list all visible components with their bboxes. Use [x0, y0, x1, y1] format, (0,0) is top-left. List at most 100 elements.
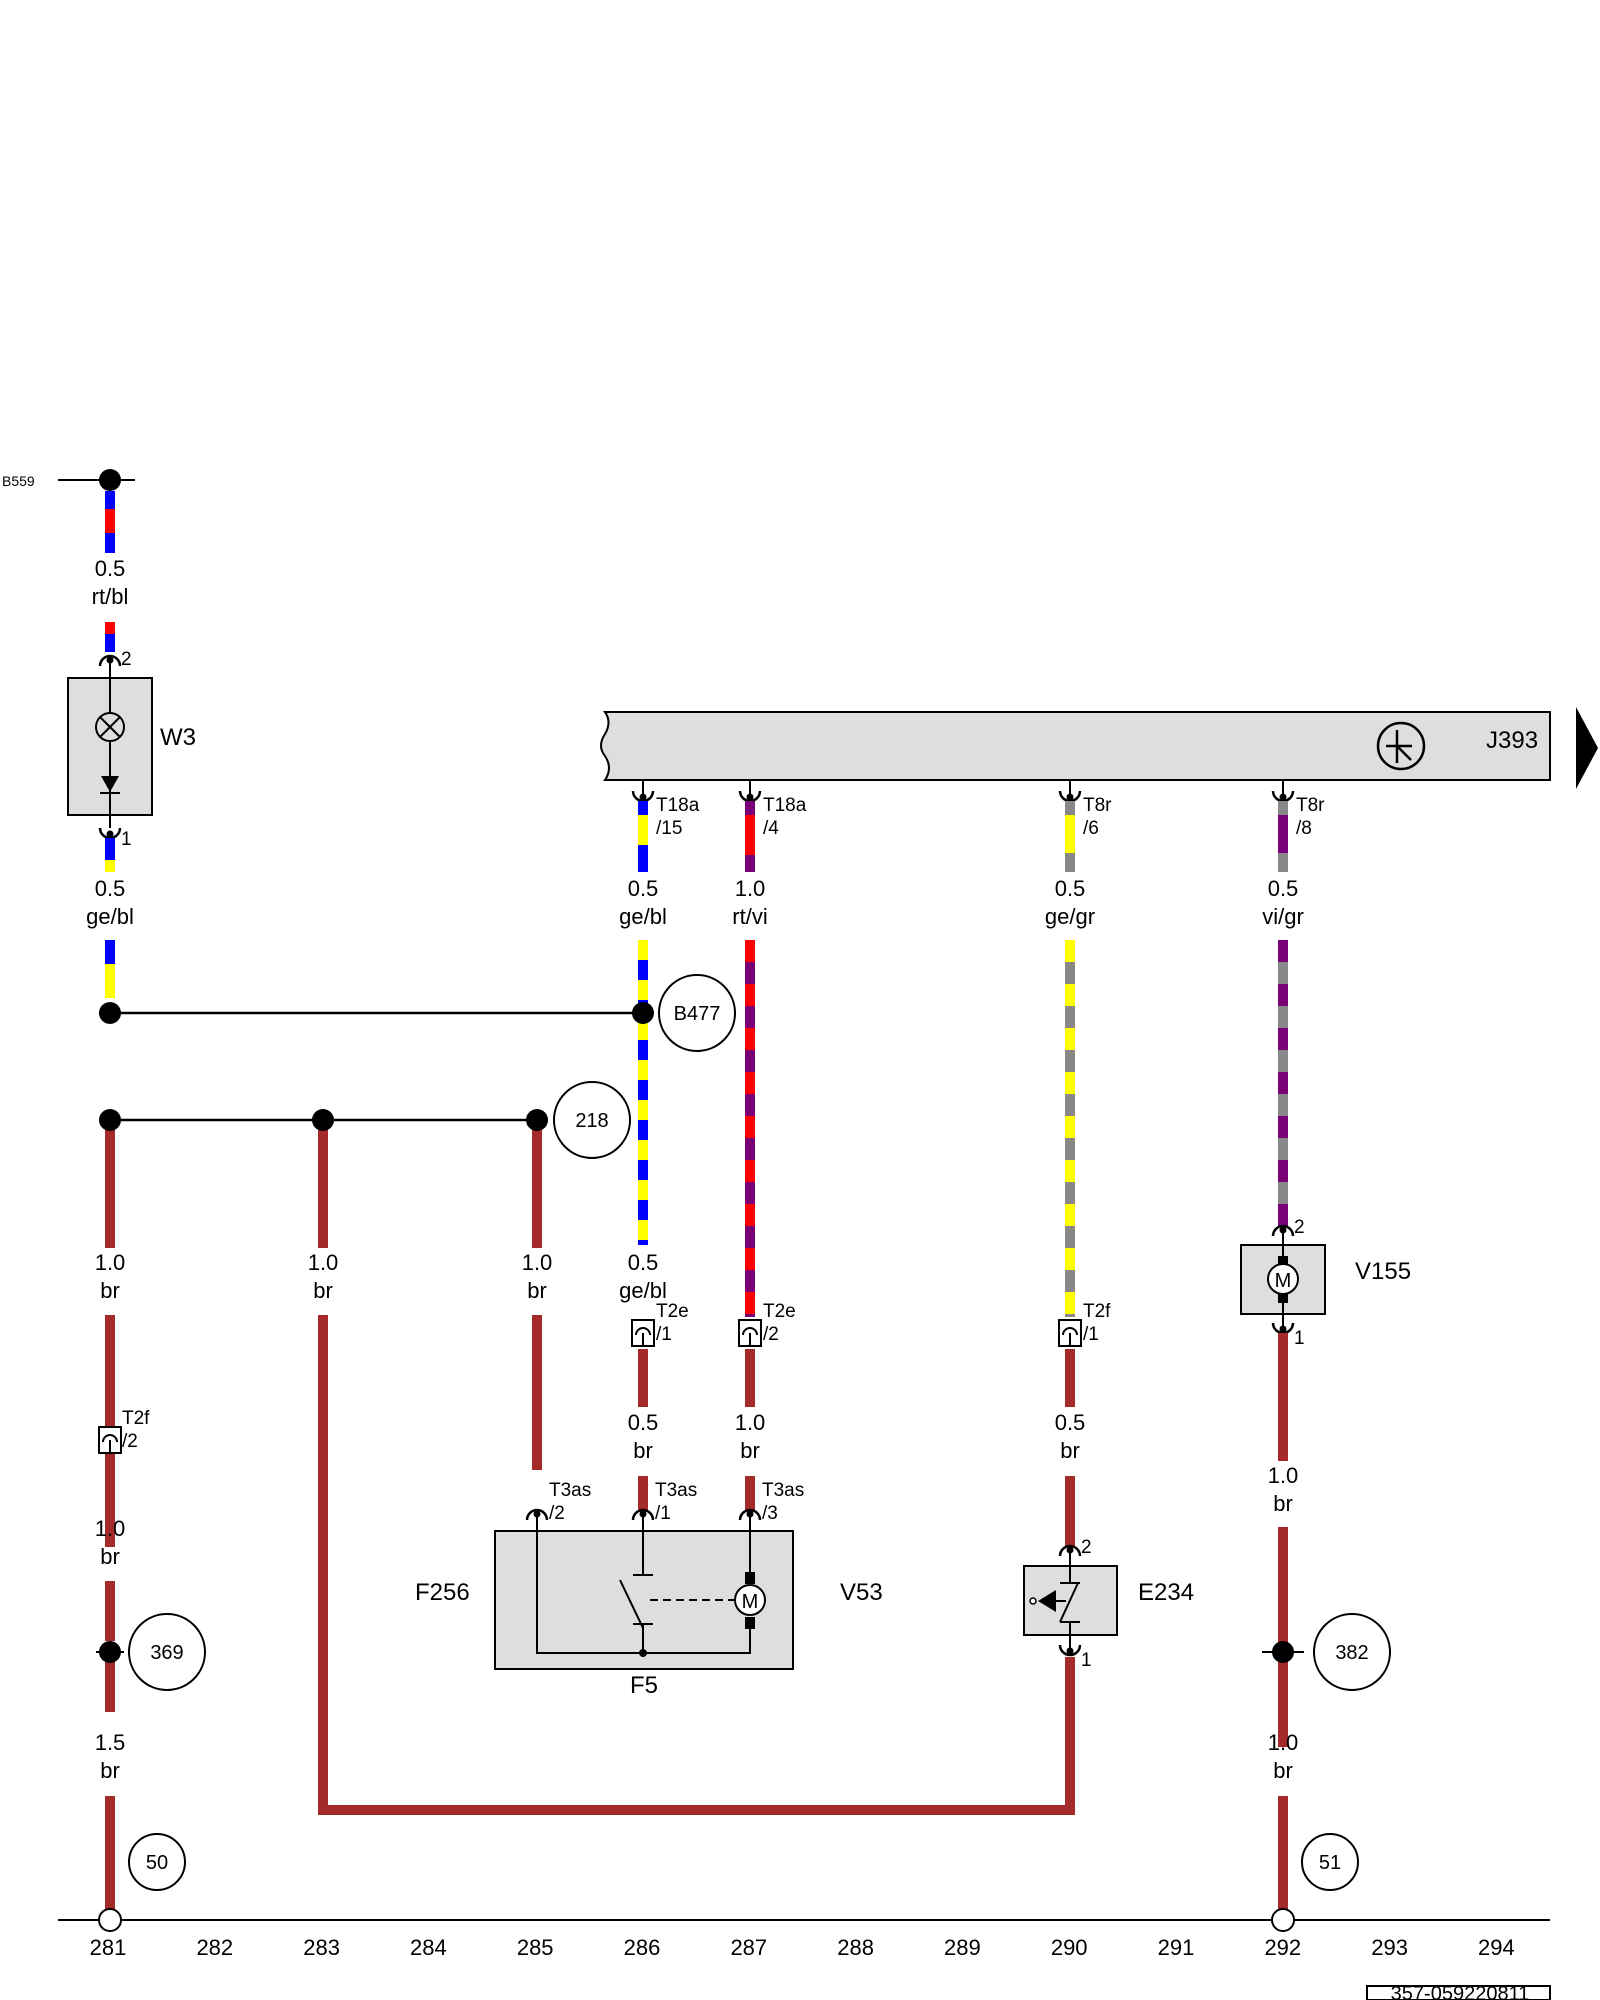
- wire-stripe: [638, 1060, 648, 1080]
- pin-label: /1: [656, 1324, 672, 1345]
- wire-stripe: [1278, 1160, 1288, 1182]
- component-label-e234: E234: [1138, 1579, 1194, 1606]
- wire-stripe: [745, 962, 755, 984]
- wire-color-label: br: [100, 1278, 120, 1303]
- component-label-v155: V155: [1355, 1258, 1411, 1285]
- wire-stripe: [1278, 940, 1288, 962]
- component-e234: 2 1 E234: [1023, 1537, 1194, 1671]
- wire-stripe: [1065, 1006, 1075, 1028]
- component-label-w3: W3: [160, 724, 196, 751]
- central-locking-icon: [1376, 721, 1426, 771]
- wire-stripe: [1065, 1138, 1075, 1160]
- wire-stripe: [1065, 1072, 1075, 1094]
- brown-wires-lower: [638, 1349, 1075, 1815]
- wire-stripe: [1065, 984, 1075, 1006]
- wire-size-label: 1.0: [735, 876, 766, 901]
- wire-color-label: br: [1273, 1758, 1293, 1783]
- junction-dot: [526, 1109, 548, 1131]
- wire-size-label: 0.5: [95, 876, 126, 901]
- wire-stripe: [638, 1120, 648, 1140]
- pin-label: /2: [549, 1503, 565, 1524]
- pin-label: T8r: [1296, 795, 1325, 816]
- svg-text:M: M: [742, 1591, 759, 1613]
- wire-color-label: vi/gr: [1262, 904, 1304, 929]
- wire-stripe: [745, 1160, 755, 1182]
- component-f256-v53: T3as /2 T3as /1 T3as /3: [415, 1480, 883, 1699]
- wire-stripe: [745, 1292, 755, 1314]
- wire-size-label: 1.0: [95, 1250, 126, 1275]
- svg-text:M: M: [1275, 1270, 1292, 1292]
- pin-label: T3as: [762, 1480, 804, 1501]
- wire-size-label: 1.0: [1268, 1463, 1299, 1488]
- current-track-label: 282: [196, 1935, 233, 1960]
- component-v155: 2 M 1 V155: [1240, 1217, 1411, 1349]
- pin-label: T18a: [763, 795, 807, 816]
- pin-label: /2: [122, 1431, 138, 1452]
- pin-label: 1: [121, 829, 132, 850]
- wire-size-label: 1.0: [522, 1250, 553, 1275]
- wire-ge-gr-long: [1065, 940, 1075, 1317]
- pin-label: 1: [1081, 1650, 1092, 1671]
- pin-label: T2e: [656, 1301, 689, 1322]
- wire-stripe: [638, 1200, 648, 1220]
- pin-label: /15: [656, 818, 682, 839]
- wire-color-label: rt/vi: [732, 904, 767, 929]
- pin-label: /3: [762, 1503, 778, 1524]
- wire-stripe: [1065, 1116, 1075, 1138]
- wire-stripe: [1065, 1226, 1075, 1248]
- wire-color-label: ge/bl: [619, 1278, 667, 1303]
- ground-point-label: B559: [2, 473, 35, 489]
- current-track-label: 290: [1051, 1935, 1088, 1960]
- brown-wires: [105, 1120, 1075, 1916]
- current-track-label: 284: [410, 1935, 447, 1960]
- brown-wire-right: [1278, 1333, 1288, 1916]
- wire-stripe: [745, 1050, 755, 1072]
- junction-dot: [312, 1109, 334, 1131]
- junction-dot: [632, 1002, 654, 1024]
- connection-ref-label: B477: [674, 1003, 721, 1025]
- wire-stripe: [638, 940, 648, 960]
- wire-stripe: [638, 1040, 648, 1060]
- pin-label: T18a: [656, 795, 700, 816]
- pin-connector-t18a-4: T18a /4: [738, 780, 807, 839]
- current-track-label: 281: [90, 1935, 127, 1960]
- connection-ref-218: 218: [553, 1081, 631, 1159]
- junction-dot: [99, 1109, 121, 1131]
- wire-color-label: br: [633, 1438, 653, 1463]
- wire-stripe: [745, 1116, 755, 1138]
- current-track-label: 294: [1478, 1935, 1515, 1960]
- pin-label: T3as: [655, 1480, 697, 1501]
- junction-dot: [1272, 1641, 1294, 1663]
- wire-color-label: ge/gr: [1045, 904, 1095, 929]
- wire-stripe: [1065, 1160, 1075, 1182]
- connection-ref-b477: B477: [658, 974, 736, 1052]
- wire-stripe: [745, 1006, 755, 1028]
- wire-size-label: 1.0: [735, 1410, 766, 1435]
- wire-stripe: [638, 1100, 648, 1120]
- wire-stripe: [1065, 940, 1075, 962]
- connection-ref-label: 369: [150, 1642, 183, 1664]
- current-track-label: 292: [1264, 1935, 1301, 1960]
- pin-connector-t2f-2: T2f /2: [98, 1408, 150, 1454]
- component-label-j393: J393: [1486, 727, 1538, 754]
- wire-stripe: [1278, 1204, 1288, 1226]
- wire-stripe: [638, 1080, 648, 1100]
- current-track-label: 289: [944, 1935, 981, 1960]
- pin-connector-t3as-2: T3as /2: [525, 1480, 591, 1524]
- wire-size-label: 1.0: [308, 1250, 339, 1275]
- document-number: 357-059220811: [1391, 1983, 1530, 2000]
- connection-ref-label: 51: [1319, 1852, 1341, 1874]
- wire-stripe: [1065, 962, 1075, 984]
- wire-ge-bl-long: [638, 940, 648, 1245]
- wire-color-label: br: [313, 1278, 333, 1303]
- wire-size-label: 0.5: [1268, 876, 1299, 901]
- motor-icon: M: [734, 1584, 766, 1616]
- wire-stripe: [745, 1248, 755, 1270]
- wire-rt-bl: [105, 491, 115, 652]
- wire-stripe: [1278, 1050, 1288, 1072]
- pin-connector-t2f-1: T2f /1: [1058, 1301, 1111, 1347]
- junction-dot: [99, 1002, 121, 1024]
- wire-stripe: [745, 984, 755, 1006]
- wire-stripe: [638, 1020, 648, 1040]
